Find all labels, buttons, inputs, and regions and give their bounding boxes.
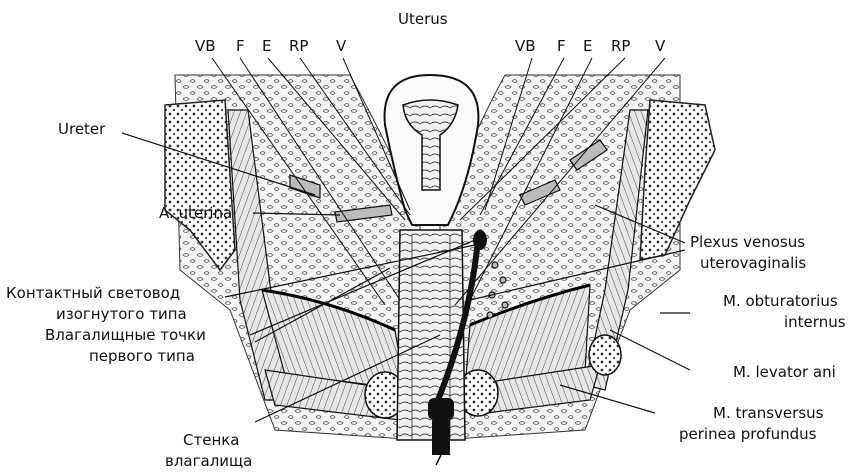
label-rp-left: RP bbox=[289, 36, 308, 56]
label-a-uterina: A. uterina bbox=[159, 203, 232, 223]
label-e-left: E bbox=[262, 36, 271, 56]
label-obturatorius-2: internus bbox=[784, 312, 846, 332]
label-transversus-1: M. transversus bbox=[713, 403, 823, 423]
label-transversus-2: perinea profundus bbox=[679, 424, 816, 444]
label-uterus: Uterus bbox=[398, 9, 448, 29]
label-obturatorius-1: M. obturatorius bbox=[723, 291, 838, 311]
label-stenka-1: Стенка bbox=[183, 430, 240, 450]
label-levator-ani: M. levator ani bbox=[733, 362, 836, 382]
label-v-right: V bbox=[655, 36, 665, 56]
bone-section-far-right bbox=[589, 335, 621, 375]
label-f-left: F bbox=[236, 36, 245, 56]
label-ureter: Ureter bbox=[58, 119, 105, 139]
label-plexus-1: Plexus venosus bbox=[690, 232, 805, 252]
pelvic-bone-left bbox=[165, 100, 235, 270]
light-guide-handle bbox=[428, 398, 454, 420]
label-rp-right: RP bbox=[611, 36, 630, 56]
label-kontaktny-2: изогнутого типа bbox=[56, 304, 187, 324]
label-plexus-2: uterovaginalis bbox=[700, 253, 806, 273]
label-kontaktny-1: Контактный световод bbox=[6, 283, 180, 303]
label-f-right: F bbox=[557, 36, 566, 56]
label-stenka-2: влагалища bbox=[165, 451, 252, 471]
label-vb-left: VB bbox=[195, 36, 216, 56]
label-v-left: V bbox=[336, 36, 346, 56]
label-vlagalishnye-1: Влагалищные точки bbox=[45, 325, 206, 345]
light-guide-tip bbox=[473, 230, 487, 250]
label-e-right: E bbox=[583, 36, 592, 56]
label-vlagalishnye-2: первого типа bbox=[89, 346, 195, 366]
label-vb-right: VB bbox=[515, 36, 536, 56]
